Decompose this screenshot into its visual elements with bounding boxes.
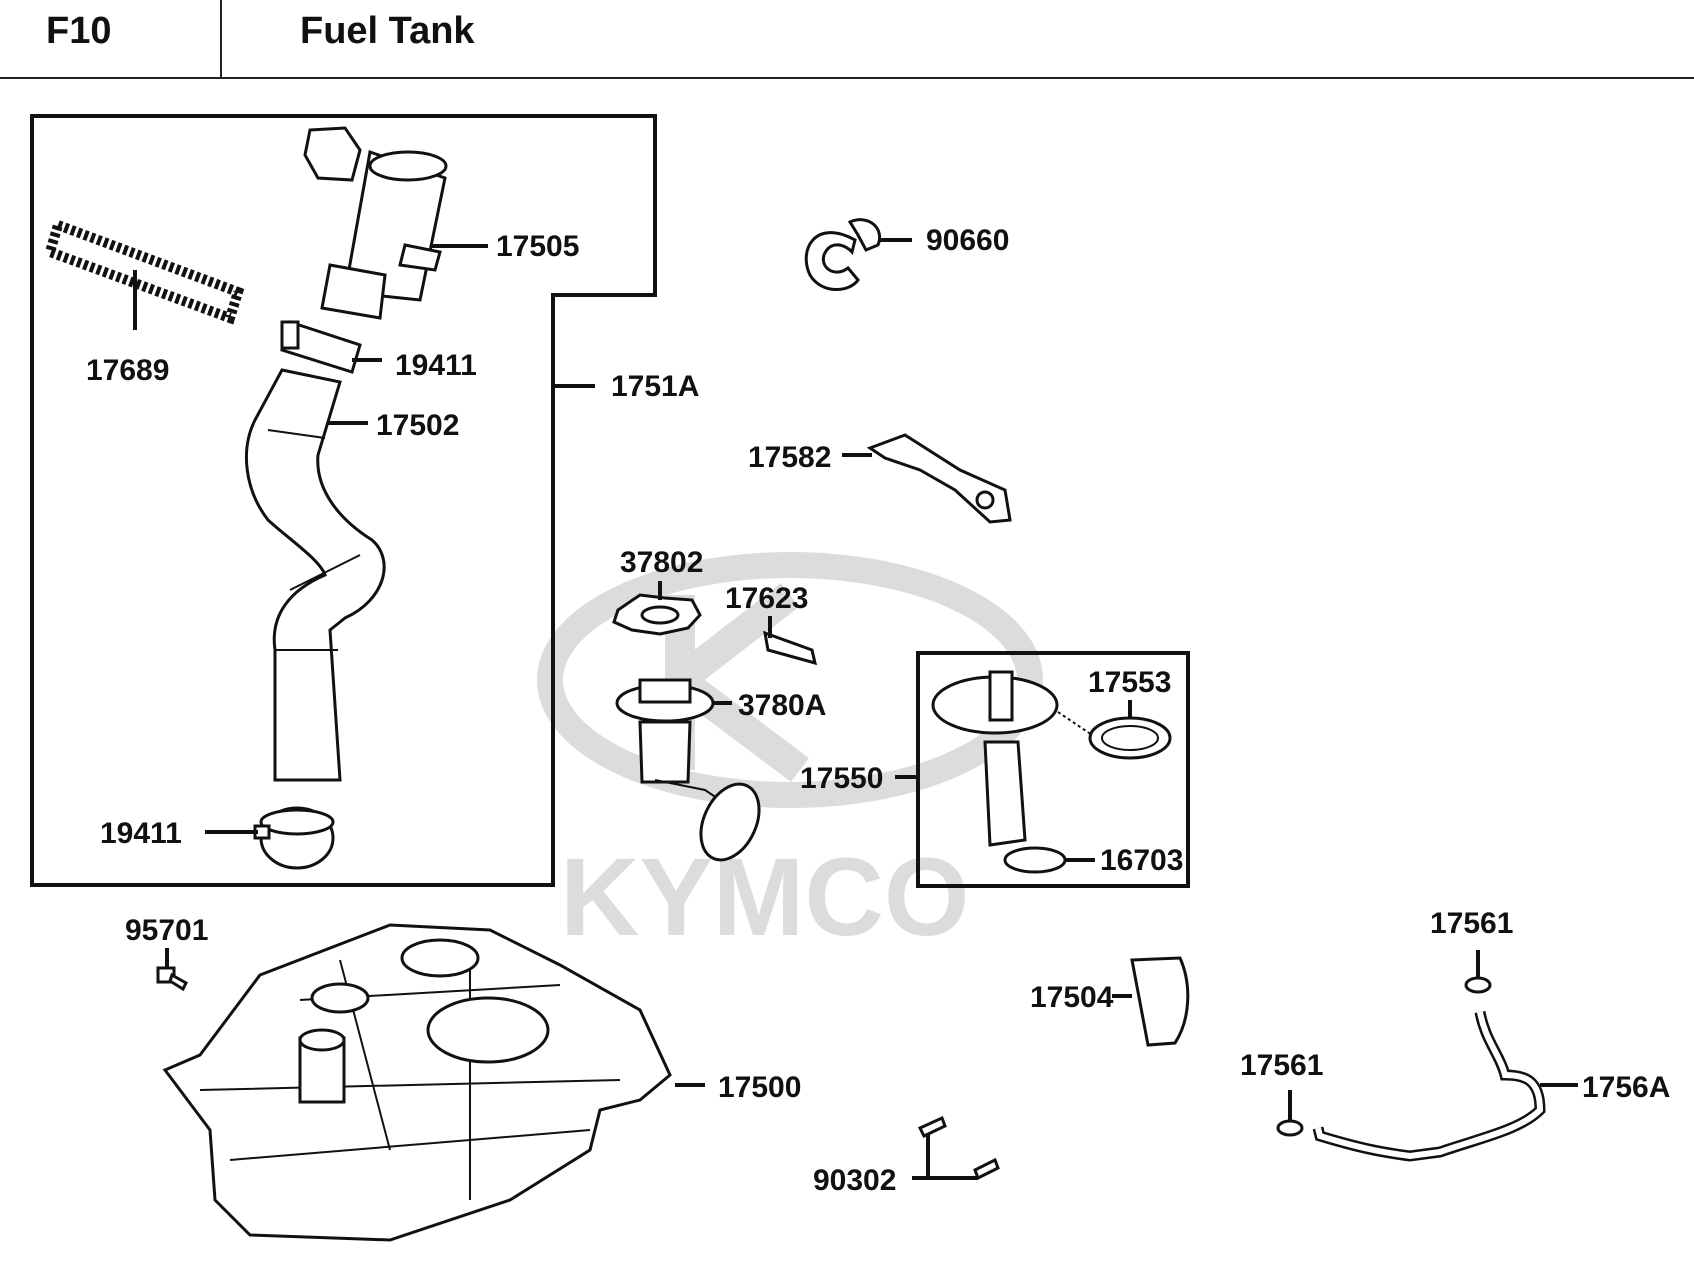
callout-1751A: 1751A: [611, 370, 699, 403]
diagram-header: F10 Fuel Tank: [0, 0, 1694, 80]
callout-17550: 17550: [800, 762, 883, 795]
hose-clip-top-part: [1464, 976, 1492, 994]
callout-90660: 90660: [926, 224, 1009, 257]
fuel-tank-part: [162, 923, 672, 1242]
callout-17502: 17502: [376, 409, 459, 442]
callout-17504: 17504: [1030, 981, 1114, 1014]
hose-clamp-bottom-part: [253, 806, 335, 870]
pump-gasket-part: [1057, 711, 1172, 760]
callout-17689: 17689: [86, 354, 169, 387]
screws-part: [917, 1115, 1000, 1181]
callout-19411-top: 19411: [395, 349, 477, 382]
callout-90302: 90302: [813, 1164, 896, 1197]
callout-37802: 37802: [620, 546, 703, 579]
fuel-pump-part: [931, 670, 1067, 874]
hose-clip-part: [804, 218, 882, 291]
header-rule: [0, 77, 1694, 79]
watermark-text: KYMCO: [560, 836, 969, 959]
filler-assembly-box: [30, 114, 657, 887]
callout-17561-bottom: 17561: [1240, 1049, 1323, 1082]
drain-hose-part: [1312, 1010, 1546, 1162]
bracket-part: [866, 433, 1012, 524]
callout-16703: 16703: [1100, 844, 1183, 877]
gasket-part: [763, 630, 818, 666]
header-divider: [220, 0, 222, 78]
hose-clip-bottom-part: [1276, 1119, 1304, 1137]
callout-17623: 17623: [725, 582, 808, 615]
filler-hose-part: [244, 368, 386, 782]
leader-90302: [912, 1135, 978, 1180]
hose-clamp-top-part: [280, 320, 362, 374]
callout-95701: 95701: [125, 914, 208, 947]
callout-17561-top: 17561: [1430, 907, 1513, 940]
callout-17505: 17505: [496, 230, 579, 263]
callout-3780A: 3780A: [738, 689, 826, 722]
callout-17553: 17553: [1088, 666, 1171, 699]
callout-1756A: 1756A: [1582, 1071, 1670, 1104]
callout-17500: 17500: [718, 1071, 801, 1104]
callout-19411-bottom: 19411: [100, 817, 182, 850]
gasket-strip-part: [43, 218, 245, 325]
lock-ring-part: [612, 593, 702, 636]
fuel-pump-box: [916, 651, 1190, 888]
filler-neck-part: [303, 126, 448, 320]
callout-17582: 17582: [748, 441, 831, 474]
section-code: F10: [46, 10, 112, 52]
pad-part: [1130, 956, 1190, 1047]
bolt-part: [156, 966, 188, 992]
section-title: Fuel Tank: [300, 10, 475, 52]
